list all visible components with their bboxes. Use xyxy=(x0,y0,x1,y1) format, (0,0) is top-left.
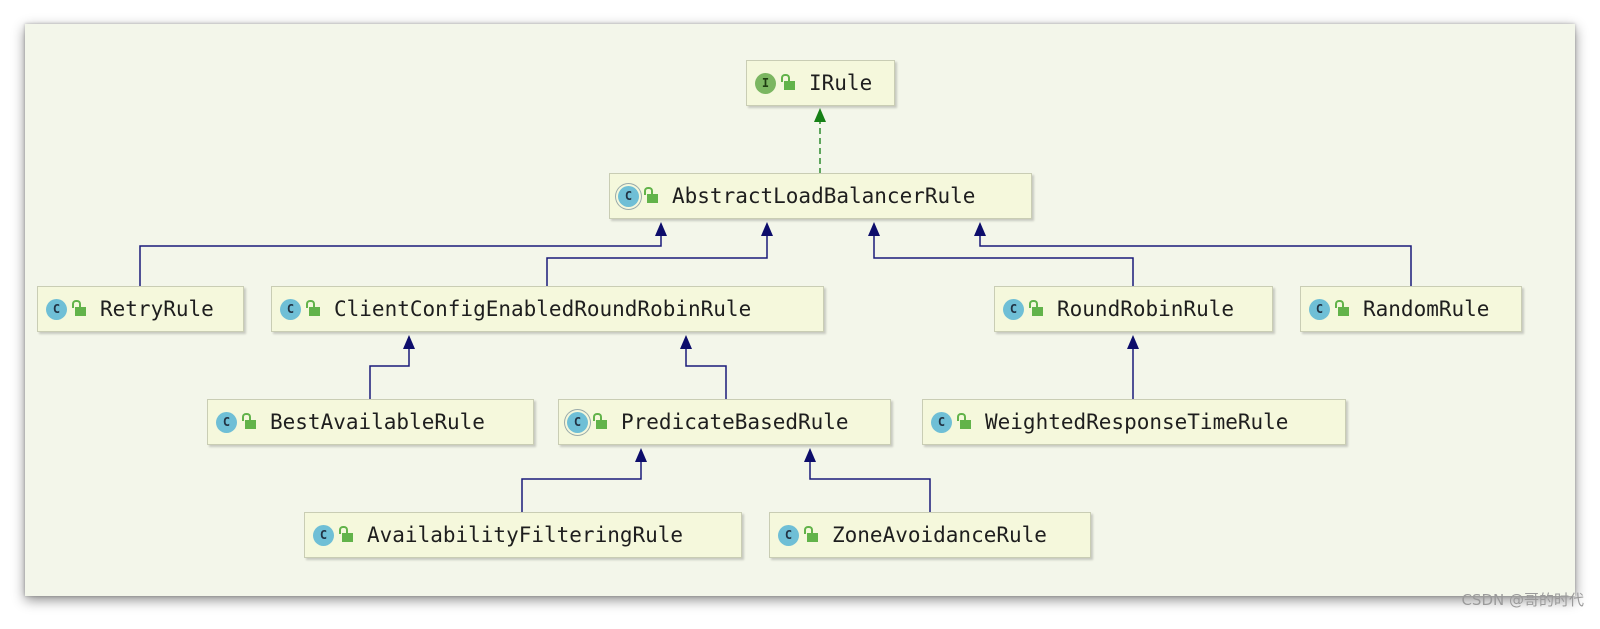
node-abstract-load-balancer-rule[interactable]: C AbstractLoadBalancerRule xyxy=(609,173,1032,219)
class-icon: C xyxy=(46,298,67,320)
arrowhead-random xyxy=(974,222,986,236)
node-retry-rule[interactable]: C RetryRule xyxy=(37,286,244,332)
watermark: CSDN @哥的时代 xyxy=(1461,591,1584,609)
public-lock-icon xyxy=(1335,300,1349,316)
class-icon: C xyxy=(1309,298,1330,320)
abstract-class-icon: C xyxy=(567,411,588,433)
class-icon: C xyxy=(1003,298,1024,320)
node-label: BestAvailableRule xyxy=(270,410,485,434)
edge-random-to-abstract xyxy=(979,236,1412,286)
class-icon: C xyxy=(931,411,952,433)
node-availability-filtering-rule[interactable]: C AvailabilityFilteringRule xyxy=(304,512,742,558)
node-client-config-enabled-round-robin-rule[interactable]: C ClientConfigEnabledRoundRobinRule xyxy=(271,286,824,332)
public-lock-icon xyxy=(306,300,320,316)
arrowhead-availability xyxy=(635,448,647,462)
node-irule[interactable]: I IRule xyxy=(746,60,895,106)
arrowhead-irule xyxy=(814,108,826,122)
public-lock-icon xyxy=(804,526,818,542)
edge-predicate-to-clientconfig xyxy=(685,349,727,399)
arrowhead-roundrobin xyxy=(868,222,880,236)
edge-zone-to-predicate xyxy=(809,462,931,512)
diagram-canvas: I IRule C AbstractLoadBalancerRule C Ret… xyxy=(25,24,1575,596)
node-weighted-response-time-rule[interactable]: C WeightedResponseTimeRule xyxy=(922,399,1346,445)
node-label: AvailabilityFilteringRule xyxy=(367,523,684,547)
node-label: PredicateBasedRule xyxy=(621,410,849,434)
node-round-robin-rule[interactable]: C RoundRobinRule xyxy=(994,286,1273,332)
class-icon: C xyxy=(778,524,799,546)
class-icon: C xyxy=(280,298,301,320)
node-label: ZoneAvoidanceRule xyxy=(832,523,1047,547)
arrowhead-retry xyxy=(655,222,667,236)
node-label: ClientConfigEnabledRoundRobinRule xyxy=(334,297,752,321)
arrowhead-zone xyxy=(804,448,816,462)
public-lock-icon xyxy=(957,413,971,429)
public-lock-icon xyxy=(339,526,353,542)
edge-clientconfig-to-abstract xyxy=(546,236,768,286)
edge-bestavailable-to-clientconfig xyxy=(369,349,410,399)
node-best-available-rule[interactable]: C BestAvailableRule xyxy=(207,399,534,445)
public-lock-icon xyxy=(781,74,795,90)
public-lock-icon xyxy=(1029,300,1043,316)
node-label: RoundRobinRule xyxy=(1057,297,1235,321)
node-label: IRule xyxy=(809,71,873,95)
edge-roundrobin-to-abstract xyxy=(873,236,1134,286)
class-icon: C xyxy=(313,524,334,546)
arrowhead-predicate xyxy=(680,335,692,349)
edge-retry-to-abstract xyxy=(139,236,662,286)
edge-availability-to-predicate xyxy=(521,462,642,512)
public-lock-icon xyxy=(593,413,607,429)
arrowhead-bestavailable xyxy=(403,335,415,349)
node-predicate-based-rule[interactable]: C PredicateBasedRule xyxy=(558,399,891,445)
public-lock-icon xyxy=(72,300,86,316)
public-lock-icon xyxy=(644,187,658,203)
arrowhead-weighted xyxy=(1127,335,1139,349)
arrowhead-clientconfig xyxy=(761,222,773,236)
interface-icon: I xyxy=(755,72,776,94)
edges-layer xyxy=(139,108,1412,512)
node-random-rule[interactable]: C RandomRule xyxy=(1300,286,1522,332)
node-label: RetryRule xyxy=(100,297,214,321)
node-label: WeightedResponseTimeRule xyxy=(985,410,1289,434)
node-label: AbstractLoadBalancerRule xyxy=(672,184,976,208)
abstract-class-icon: C xyxy=(618,185,639,207)
node-zone-avoidance-rule[interactable]: C ZoneAvoidanceRule xyxy=(769,512,1091,558)
public-lock-icon xyxy=(242,413,256,429)
node-label: RandomRule xyxy=(1363,297,1490,321)
class-icon: C xyxy=(216,411,237,433)
